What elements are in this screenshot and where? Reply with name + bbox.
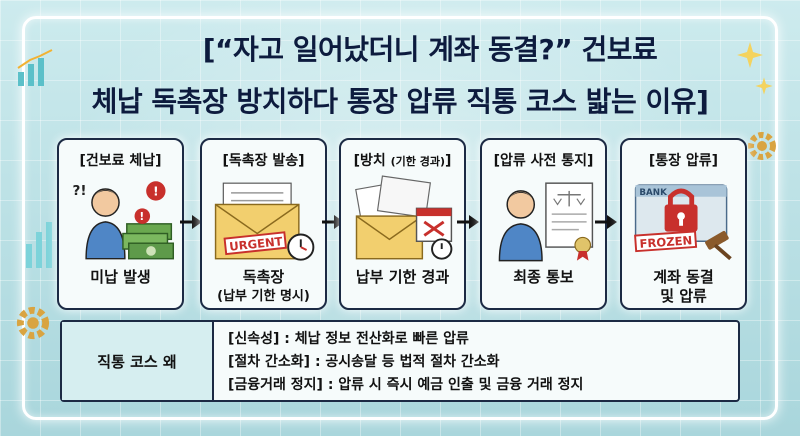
step-label: [독촉장 발송] [222, 153, 305, 169]
step-label: [압류 사전 통지] [493, 153, 594, 169]
arrow-right-icon [180, 215, 202, 229]
reason-item-simplified: [절차 간소화] : 공시송달 등 법적 절차 간소화 [228, 354, 500, 370]
urgent-envelope-icon: URGENT [214, 182, 315, 261]
frozen-bank-lock-icon: BANK FROZEN [634, 184, 732, 261]
step-card-arrears: [건보료 체납] ?! ! ! 미납 발생 [57, 138, 184, 310]
reasons-heading: 직통 코스 왜 [62, 322, 214, 400]
step-label: [방치 (기한 경과)] [353, 153, 452, 169]
notice-document-icon [498, 182, 594, 262]
step-card-ignored: [방치 (기한 경과)] 납부 기한 경과 [339, 138, 466, 310]
worried-person-money-icon: ?! ! ! [73, 181, 175, 260]
step-caption-main: 미납 발생 [90, 268, 151, 286]
step-card-pre-notice: [압류 사전 통지] 최종 통보 [480, 138, 607, 310]
arrow-right-icon [595, 215, 617, 229]
svg-text:FROZEN: FROZEN [639, 233, 693, 251]
glow-frame [22, 16, 778, 420]
step-caption: 최종 통보 [482, 268, 605, 287]
step-caption-sub: 및 압류 [660, 287, 707, 305]
reasons-list: [신속성] : 체납 정보 전산화로 빠른 압류 [절차 간소화] : 공시송달… [228, 328, 583, 397]
step-caption: 납부 기한 경과 [341, 268, 464, 287]
svg-text:?!: ?! [73, 183, 87, 199]
step-caption-main: 계좌 동결 [653, 268, 714, 286]
gear-icon [748, 132, 776, 160]
svg-text:BANK: BANK [639, 188, 667, 198]
reason-item-freeze: [금융거래 정지] : 압류 시 즉시 예금 인출 및 금융 거래 정지 [228, 377, 584, 393]
step-caption: 독촉장 (납부 기한 명시) [202, 268, 325, 306]
title-line-1: [“자고 일어났더니 계좌 동결?” 건보료 [202, 33, 658, 66]
ignored-letters-calendar-icon [355, 175, 453, 260]
step-caption-main: 독촉장 [242, 268, 285, 286]
arrow-right-icon [457, 215, 479, 229]
sparkle-icon [737, 42, 763, 68]
step-caption-main: 최종 통보 [513, 268, 574, 286]
svg-text:URGENT: URGENT [229, 234, 284, 254]
bar-chart-icon [26, 222, 52, 268]
svg-text:!: ! [139, 210, 144, 223]
title-line-2: 체납 독촉장 방치하다 통장 압류 직통 코스 밟는 이유] [91, 85, 709, 118]
step-label: [통장 압류] [648, 153, 719, 169]
sparkle-icon [755, 77, 773, 95]
bar-chart-icon [17, 49, 53, 86]
step-caption: 미납 발생 [59, 268, 182, 287]
step-caption-sub: (납부 기한 명시) [217, 289, 310, 304]
step-card-account-seizure: [통장 압류] BANK FROZEN 계좌 동결 및 압류 [620, 138, 747, 310]
gear-icon [16, 306, 50, 340]
step-caption: 계좌 동결 및 압류 [622, 268, 745, 306]
step-card-notice-sent: [독촉장 발송] URGENT 독촉장 (납부 기한 명시) [200, 138, 327, 310]
step-caption-main: 납부 기한 경과 [355, 268, 450, 286]
step-label: [건보료 체납] [79, 153, 162, 169]
svg-text:!: ! [153, 184, 159, 199]
reason-item-speed: [신속성] : 체납 정보 전산화로 빠른 압류 [228, 331, 469, 347]
reasons-box: 직통 코스 왜 [신속성] : 체납 정보 전산화로 빠른 압류 [절차 간소화… [60, 320, 740, 402]
